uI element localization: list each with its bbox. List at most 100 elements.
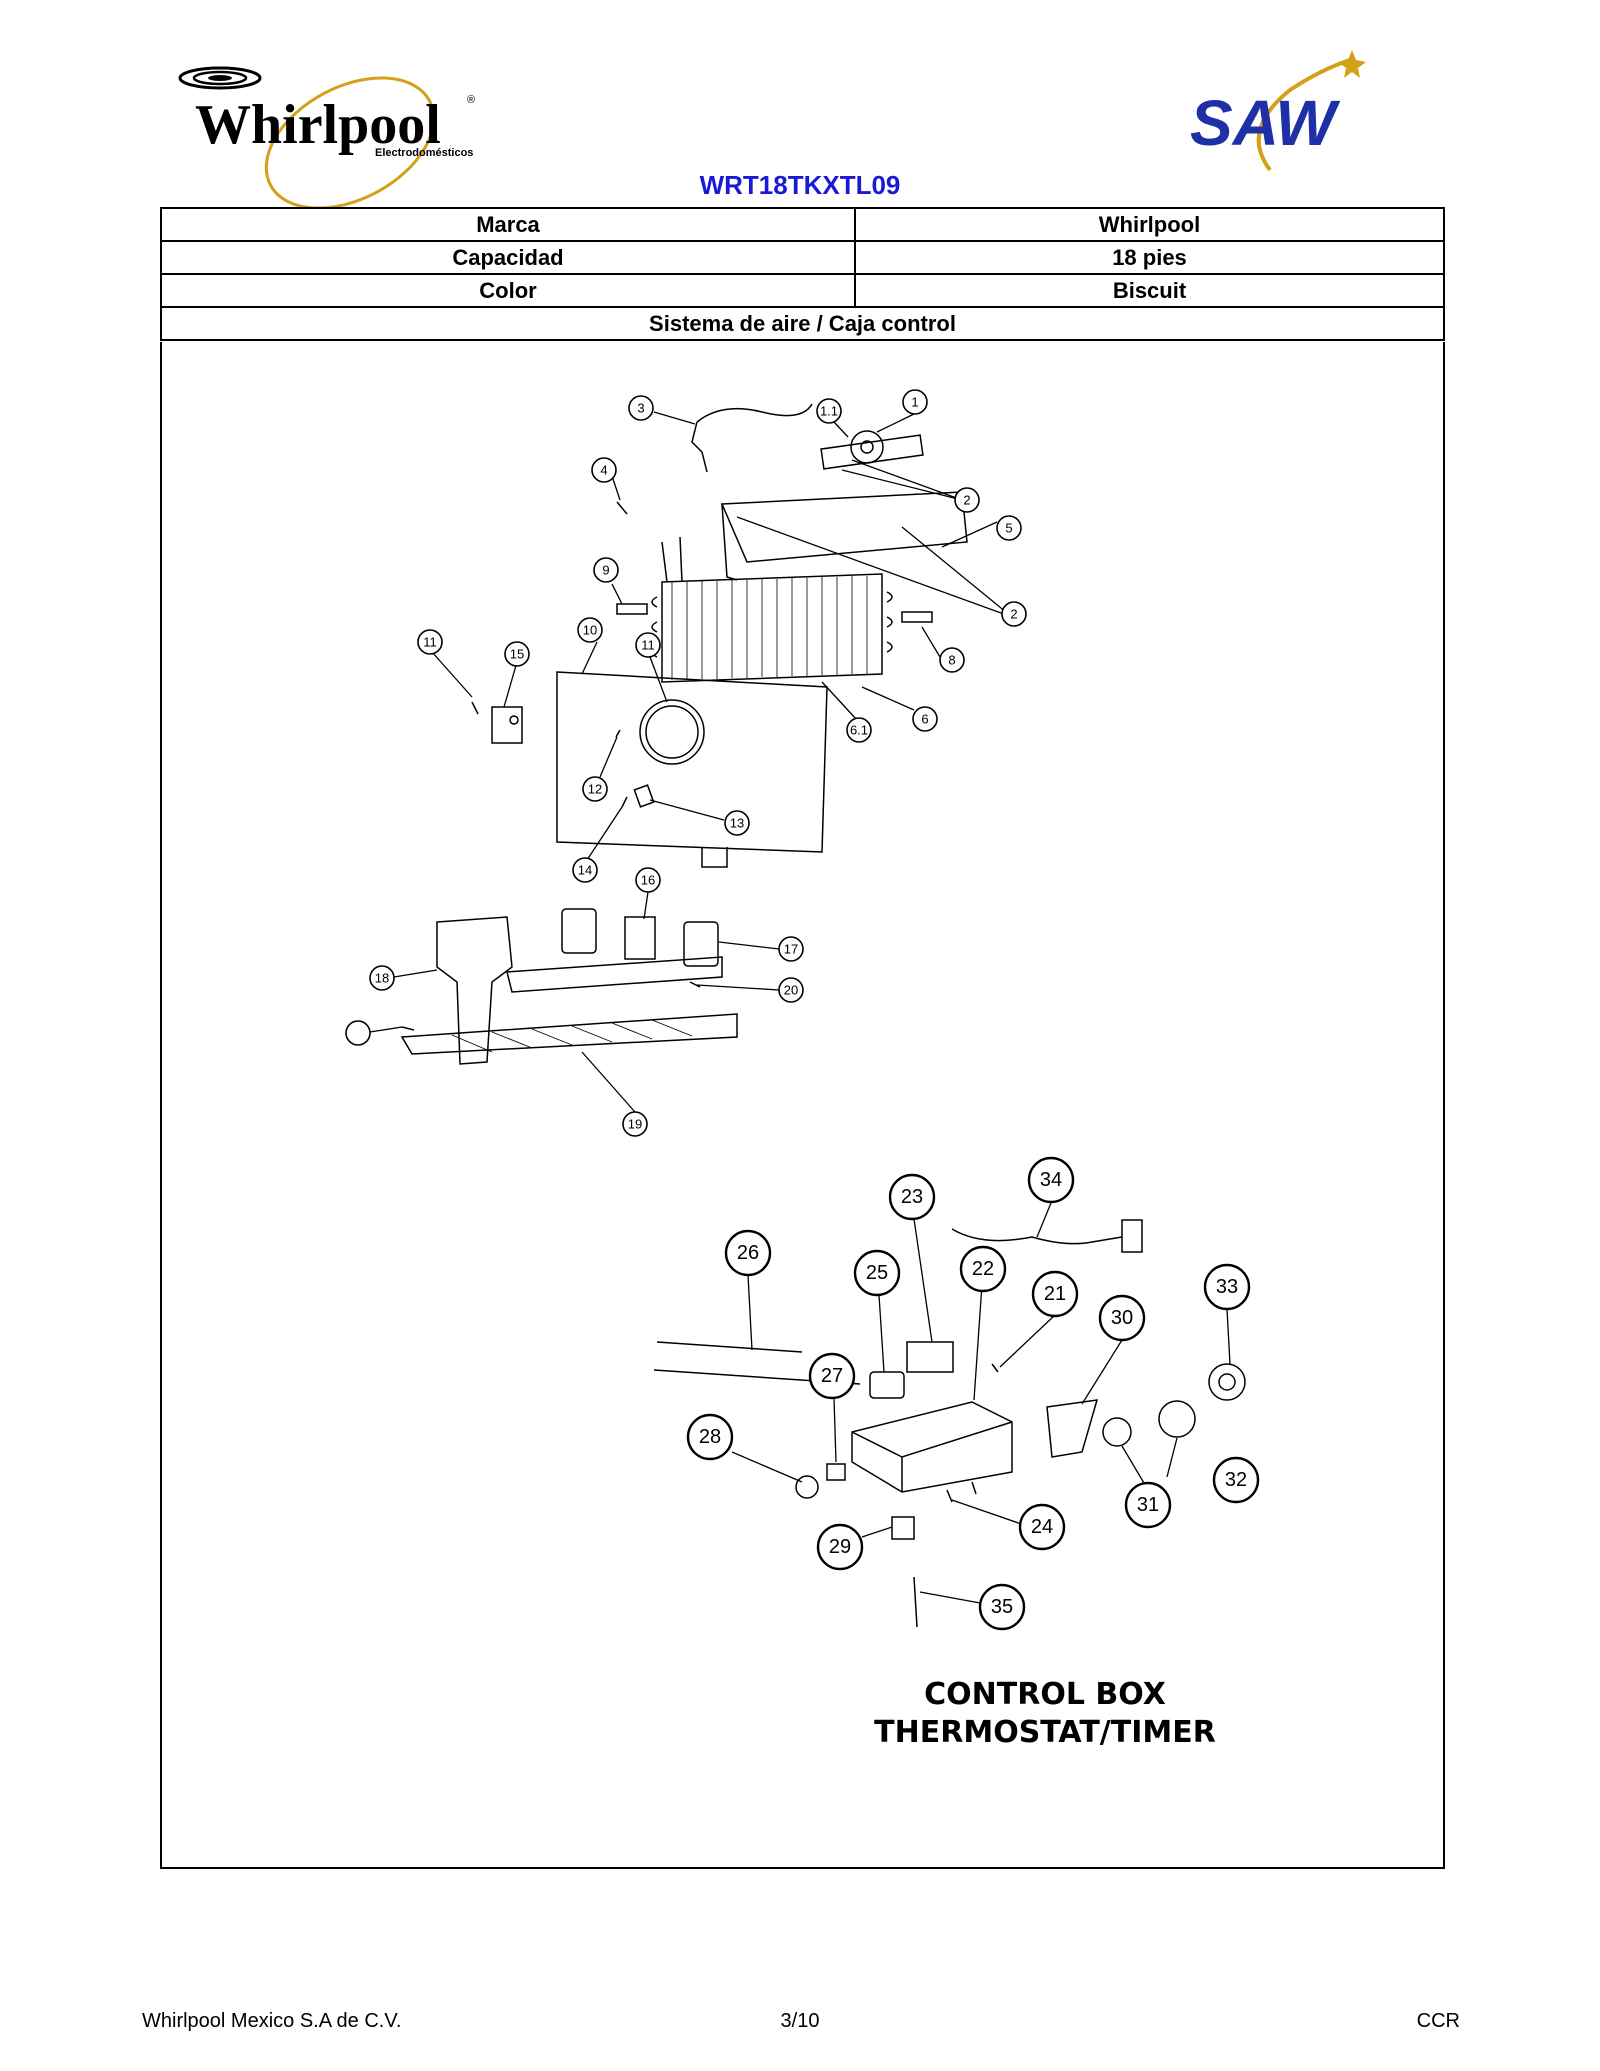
svg-text:5: 5 (1005, 521, 1012, 536)
callout-5: 5 (996, 515, 1022, 541)
svg-text:3: 3 (637, 401, 644, 416)
svg-text:14: 14 (578, 863, 592, 878)
spec-label: Color (160, 273, 856, 308)
spec-value: 18 pies (854, 240, 1445, 275)
spec-value: Biscuit (854, 273, 1445, 308)
callout-7: 8 (939, 647, 965, 673)
svg-text:8: 8 (948, 653, 955, 668)
footer-company: Whirlpool Mexico S.A de C.V. (142, 2010, 402, 2032)
svg-text:®: ® (467, 94, 475, 106)
svg-text:22: 22 (972, 1258, 994, 1280)
svg-text:12: 12 (588, 782, 602, 797)
svg-text:6.1: 6.1 (850, 723, 868, 738)
spec-table: Marca Whirlpool Capacidad 18 pies Color … (160, 207, 1445, 341)
svg-text:10: 10 (583, 623, 597, 638)
svg-text:1.1: 1.1 (820, 404, 838, 419)
callout-30: 30 (1098, 1294, 1146, 1342)
callout-13: 14 (572, 857, 598, 883)
air-system-callouts: 3 1.1 1 2 4 5 2 9 8 10 11 15 11 6 6.1 12… (345, 389, 1027, 1137)
svg-text:16: 16 (641, 873, 655, 888)
diagram-frame: 3 1.1 1 2 4 5 2 9 8 10 11 15 11 6 6.1 12… (160, 342, 1445, 1869)
svg-text:25: 25 (866, 1262, 888, 1284)
svg-text:20: 20 (784, 983, 798, 998)
svg-text:1: 1 (911, 395, 918, 410)
whirlpool-logo-text: Whirlpool (195, 94, 441, 156)
svg-text:6: 6 (921, 712, 928, 727)
svg-text:33: 33 (1216, 1276, 1238, 1298)
air-system-assembly (400, 403, 968, 1065)
svg-text:26: 26 (737, 1242, 759, 1264)
callout-33: 33 (1203, 1263, 1251, 1311)
saw-logo-text: SAW (1190, 87, 1340, 159)
callout-23: 23 (888, 1173, 936, 1221)
callout-1: 1 (902, 389, 928, 415)
callout-18: 19 (622, 1111, 648, 1137)
whirlpool-logo: Whirlpool ® Electrodomésticos (175, 48, 495, 210)
svg-text:11: 11 (641, 638, 655, 653)
control-box-callouts: 34 23 26 25 22 21 30 33 27 28 32 31 24 2… (686, 1156, 1260, 1631)
callout-4: 4 (591, 457, 617, 483)
callout-11b: 12 (582, 776, 608, 802)
table-row: Color Biscuit (160, 273, 1445, 308)
svg-text:32: 32 (1225, 1469, 1247, 1491)
callout-24: 24 (1018, 1503, 1066, 1551)
footer-page-number: 3/10 (780, 2010, 820, 2032)
control-box-caption-sub: THERMOSTAT/TIMER (874, 1715, 1216, 1750)
callout-8: 9 (593, 557, 619, 583)
svg-text:18: 18 (375, 971, 389, 986)
svg-text:2: 2 (963, 493, 970, 508)
spec-value: Whirlpool (854, 207, 1445, 242)
callout-35: 35 (978, 1583, 1026, 1631)
spec-label: Capacidad (160, 240, 856, 275)
table-row: Sistema de aire / Caja control (160, 306, 1445, 341)
svg-text:11: 11 (423, 635, 437, 650)
svg-text:24: 24 (1031, 1516, 1053, 1538)
callout-11a: 11 (417, 629, 443, 655)
callout-34: 34 (1027, 1156, 1075, 1204)
section-title: Sistema de aire / Caja control (160, 306, 1445, 341)
air-system-leaders (369, 411, 1013, 1113)
callout-9: 10 (577, 617, 603, 643)
svg-text:28: 28 (699, 1426, 721, 1448)
svg-text:21: 21 (1044, 1283, 1066, 1305)
callout-1-1: 1.1 (816, 398, 842, 424)
callout-6: 6 (912, 706, 938, 732)
table-row: Capacidad 18 pies (160, 240, 1445, 275)
svg-text:34: 34 (1040, 1169, 1062, 1191)
spec-label: Marca (160, 207, 856, 242)
callout-22: 22 (959, 1245, 1007, 1293)
saw-logo: SAW (1180, 50, 1400, 190)
callout-20 (345, 1020, 371, 1046)
callout-12: 13 (724, 810, 750, 836)
callout-14: 15 (504, 641, 530, 667)
callout-2b: 2 (1001, 601, 1027, 627)
callout-25: 25 (853, 1249, 901, 1297)
callout-10: 11 (635, 632, 661, 658)
callout-29: 29 (816, 1523, 864, 1571)
callout-16: 17 (778, 936, 804, 962)
callout-21: 21 (1031, 1270, 1079, 1318)
callout-6-1: 6.1 (846, 717, 872, 743)
callout-2a: 2 (954, 487, 980, 513)
svg-text:13: 13 (730, 816, 744, 831)
control-box-assembly (653, 1219, 1246, 1628)
model-title: WRT18TKXTL09 (699, 170, 901, 200)
callout-15: 16 (635, 867, 661, 893)
svg-text:31: 31 (1137, 1494, 1159, 1516)
exploded-parts-diagram: 3 1.1 1 2 4 5 2 9 8 10 11 15 11 6 6.1 12… (345, 389, 1260, 1750)
callout-27: 27 (808, 1352, 856, 1400)
whirlpool-logo-sub: Electrodomésticos (375, 147, 473, 159)
callout-31: 31 (1124, 1481, 1172, 1529)
table-row: Marca Whirlpool (160, 207, 1445, 242)
svg-text:15: 15 (510, 647, 524, 662)
callout-28: 28 (686, 1413, 734, 1461)
callout-26: 26 (724, 1229, 772, 1277)
svg-text:4: 4 (600, 463, 607, 478)
svg-text:19: 19 (628, 1117, 642, 1132)
svg-text:27: 27 (821, 1365, 843, 1387)
callout-19: 20 (778, 977, 804, 1003)
svg-text:9: 9 (602, 563, 609, 578)
callout-32: 32 (1212, 1456, 1260, 1504)
svg-text:29: 29 (829, 1536, 851, 1558)
svg-text:23: 23 (901, 1186, 923, 1208)
